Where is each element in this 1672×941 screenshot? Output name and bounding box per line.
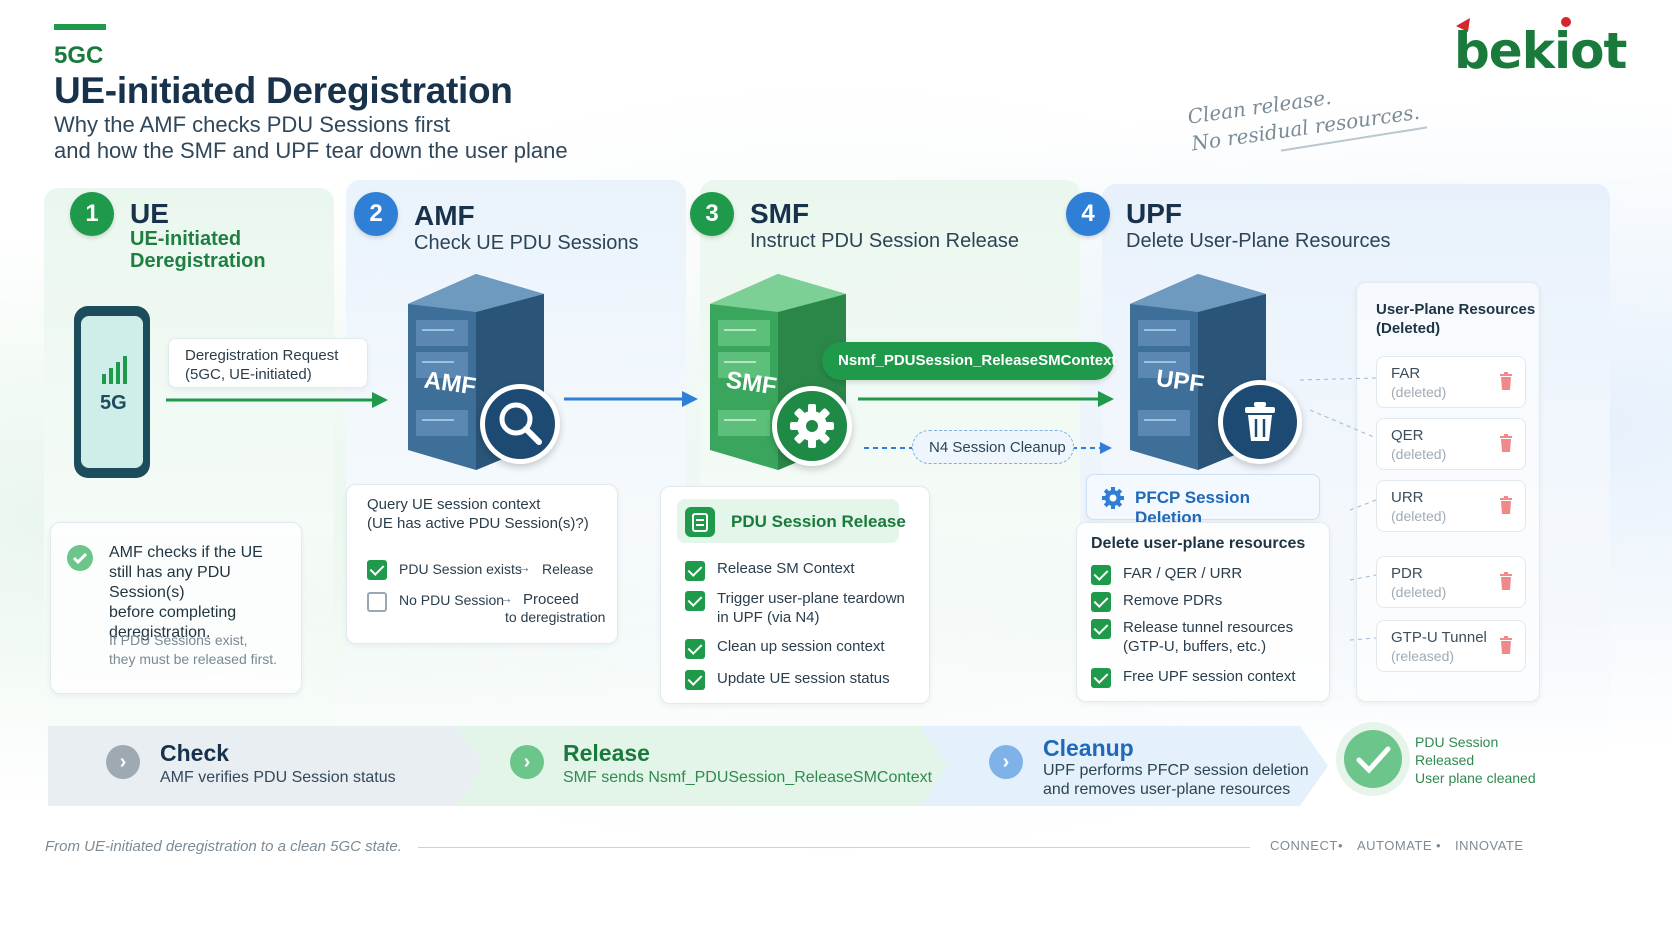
amf-query-card: Query UE session context (UE has active …: [346, 484, 618, 644]
footer-dot: •: [1338, 838, 1343, 853]
step-1-badge: 1: [70, 192, 114, 236]
resource-gtpu-tunnel: GTP-U Tunnel(released): [1376, 620, 1526, 672]
resource-far: FAR(deleted): [1376, 356, 1526, 408]
bekiot-logo: bekiot: [1448, 12, 1638, 82]
arrow-right-icon: →: [517, 559, 531, 575]
chevron-right-icon: ›: [989, 745, 1023, 779]
resources-title: User-Plane Resources (Deleted): [1376, 301, 1536, 337]
smf-server-icon: SMF: [706, 272, 866, 472]
summary-chevrons: [48, 726, 1328, 806]
no-pdu-checkbox[interactable]: [367, 592, 387, 612]
page-title: UE-initiated Deregistration: [54, 70, 513, 111]
pdu-exists-checkbox[interactable]: [367, 560, 387, 580]
final-check-ring: [1336, 722, 1410, 796]
step-1-title: UE: [130, 198, 169, 229]
trash-icon: [1500, 572, 1512, 590]
footer-word-connect: CONNECT: [1270, 838, 1338, 853]
svg-text:bekiot: bekiot: [1454, 22, 1626, 80]
phone-icon: 5G: [70, 302, 154, 482]
n4-dashed-arrow: [864, 442, 1112, 454]
release-sm-context-check: [685, 561, 705, 581]
resource-connector-lines: [1300, 377, 1376, 641]
footer-dot: •: [1436, 838, 1441, 853]
remove-pdrs-check: [1091, 592, 1111, 612]
delete-user-plane-card: Delete user-plane resources FAR / QER / …: [1076, 522, 1330, 702]
step-3-title: SMF: [750, 198, 810, 229]
step-4-badge: 4: [1066, 192, 1110, 236]
summary-check-title: Check: [160, 740, 230, 766]
n4-session-cleanup-label: N4 Session Cleanup: [912, 430, 1074, 464]
magnifier-icon: [480, 384, 560, 464]
step-2-title: AMF: [414, 200, 475, 231]
step-1-subtitle: UE-initiated Deregistration: [130, 228, 266, 272]
step-2-badge: 2: [354, 192, 398, 236]
ue-to-amf-arrow: [166, 392, 388, 408]
step-4-subtitle: Delete User-Plane Resources: [1126, 230, 1391, 252]
trash-icon: [1500, 372, 1512, 390]
phone-5g-label: 5G: [100, 392, 127, 414]
ue-check-card: AMF checks if the UE still has any PDU S…: [50, 522, 302, 694]
footer-tagline: From UE-initiated deregistration to a cl…: [45, 838, 402, 855]
trigger-teardown-check: [685, 591, 705, 611]
free-context-check: [1091, 668, 1111, 688]
trash-icon: [1500, 434, 1512, 452]
step-3-subtitle: Instruct PDU Session Release: [750, 230, 1020, 252]
document-icon: [685, 507, 715, 537]
arrow-right-icon: →: [499, 590, 513, 606]
accent-bar: [54, 24, 106, 30]
step-3-badge: 3: [690, 192, 734, 236]
pdu-session-release-card: PDU Session Release Release SM Context T…: [660, 486, 930, 704]
amf-panel: [346, 180, 686, 752]
trash-icon: [1500, 636, 1512, 654]
amf-server-icon: AMF: [404, 272, 564, 472]
footer-word-innovate: INNOVATE: [1455, 838, 1524, 853]
resource-pdr: PDR(deleted): [1376, 556, 1526, 608]
pfcp-session-deletion-label: PFCP Session Deletion: [1086, 474, 1320, 527]
cleanup-context-check: [685, 639, 705, 659]
release-tunnel-check: [1091, 619, 1111, 639]
trash-icon: [1500, 496, 1512, 514]
summary-cleanup-title: Cleanup: [1043, 735, 1134, 761]
gear-icon: [1101, 486, 1125, 510]
amf-to-smf-arrow: [564, 391, 698, 407]
check-circle-icon: [67, 545, 93, 571]
upf-server-icon: UPF: [1126, 272, 1306, 472]
resource-urr: URR(deleted): [1376, 480, 1526, 532]
smf-to-upf-arrow: [858, 391, 1114, 407]
footer-word-automate: AUTOMATE: [1357, 838, 1433, 853]
deregistration-request-label: Deregistration Request (5GC, UE-initiate…: [168, 338, 368, 388]
nsmf-message-pill: Nsmf_PDUSession_ReleaseSMContext: [822, 342, 1116, 380]
chevron-right-icon: ›: [510, 745, 544, 779]
section-tag: 5GC: [54, 42, 104, 69]
check-circle-icon: [1344, 730, 1402, 788]
trash-icon: [1218, 380, 1302, 464]
page-subtitle: Why the AMF checks PDU Sessions first an…: [54, 112, 568, 163]
gear-icon: [772, 386, 852, 466]
step-2-subtitle: Check UE PDU Sessions: [414, 232, 639, 254]
chevron-right-icon: ›: [106, 745, 140, 779]
far-qer-urr-check: [1091, 565, 1111, 585]
final-status: PDU Session Released User plane cleaned: [1415, 734, 1536, 786]
resource-qer: QER(deleted): [1376, 418, 1526, 470]
step-4-title: UPF: [1126, 198, 1182, 229]
update-status-check: [685, 670, 705, 690]
release-card-title: PDU Session Release: [731, 512, 906, 531]
footer-divider: [418, 847, 1250, 848]
summary-release-title: Release: [563, 740, 650, 766]
